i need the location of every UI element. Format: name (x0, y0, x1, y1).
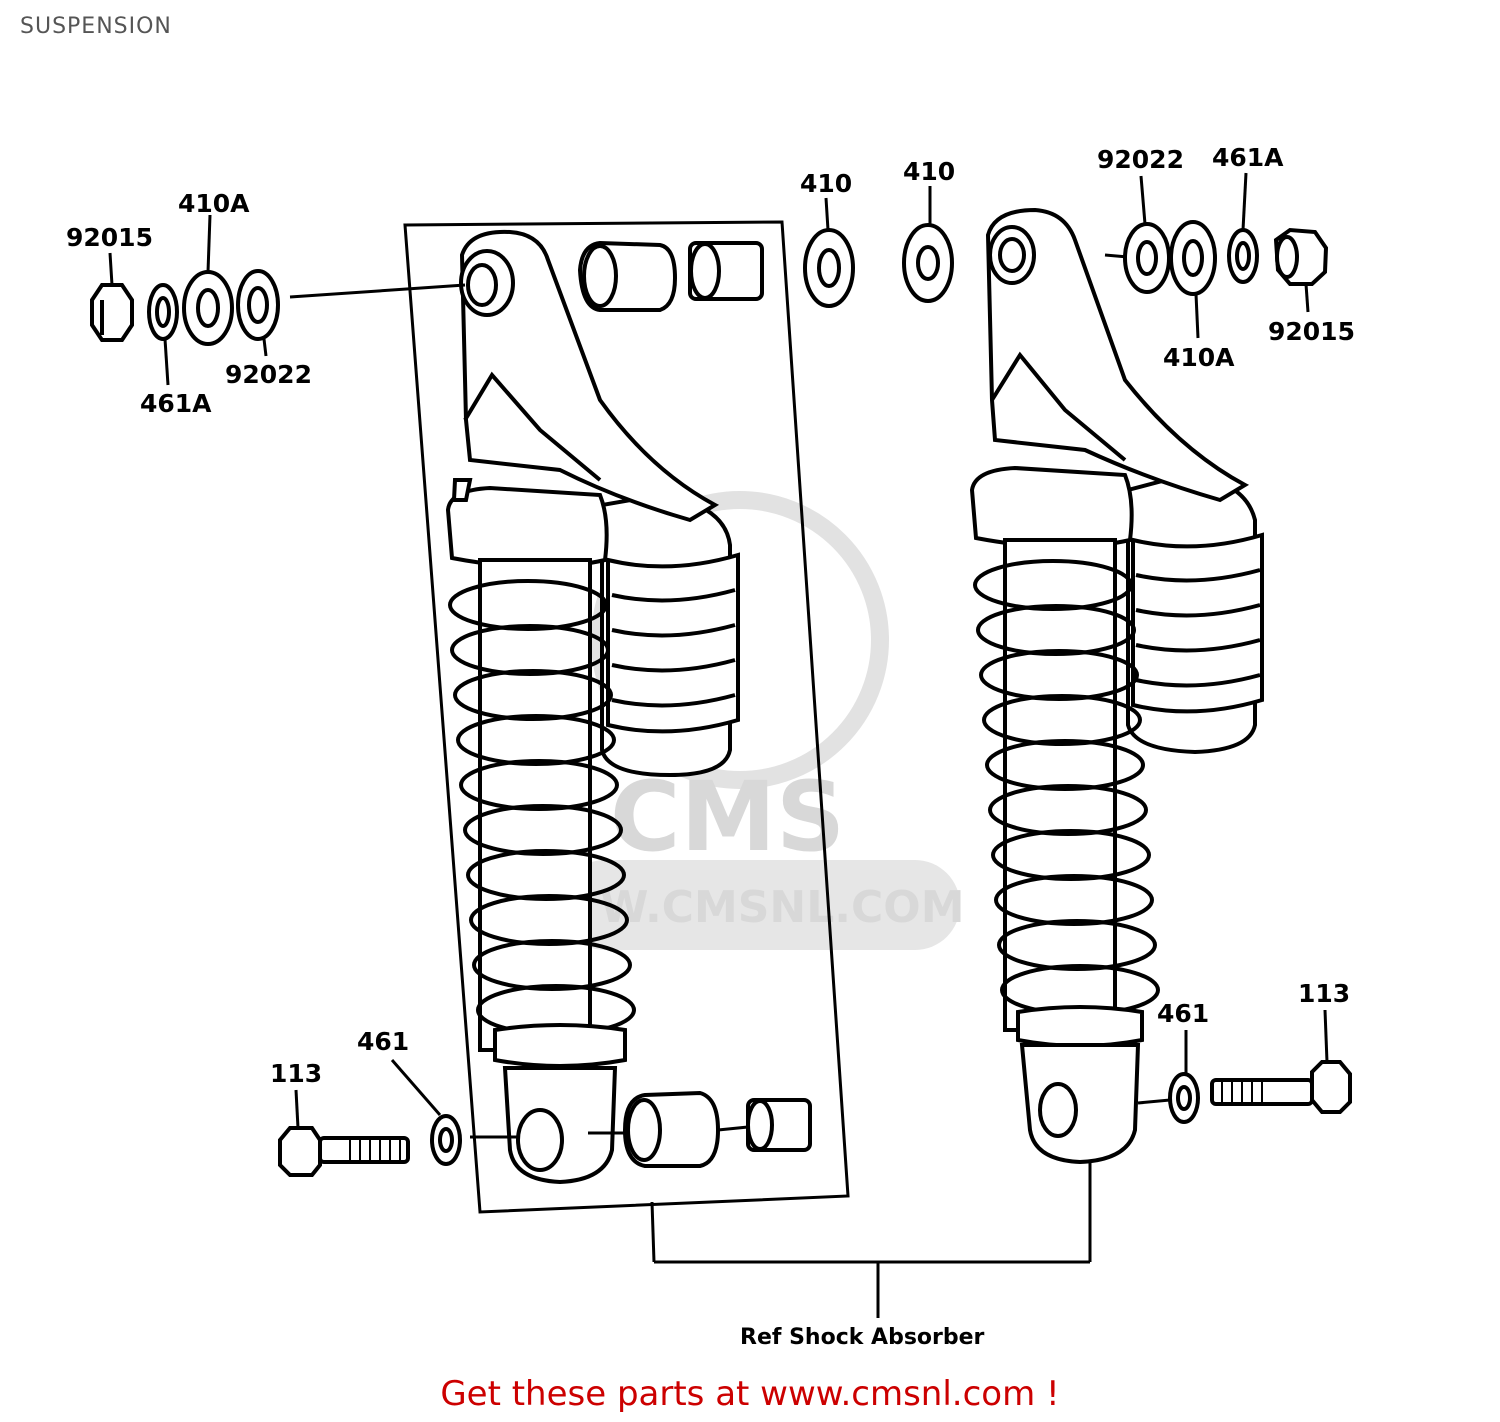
nut-92015-left (90, 283, 134, 342)
label-ref-shock-absorber: Ref Shock Absorber (740, 1325, 985, 1350)
label-92022-right: 92022 (1097, 145, 1184, 174)
label-461-left: 461 (357, 1027, 409, 1056)
bolt-113-left (278, 1126, 322, 1177)
label-461A-right: 461A (1212, 143, 1284, 172)
right-coil-spring (973, 559, 1160, 1016)
footer-promo-link[interactable]: Get these parts at www.cmsnl.com ! (440, 1374, 1060, 1414)
left-reservoir (600, 492, 740, 778)
bolt-113-right (1310, 1060, 1352, 1114)
left-spring-top-seat (445, 485, 609, 570)
right-lower-hardware (1137, 1060, 1352, 1124)
label-410-b: 410 (903, 157, 955, 186)
assembly-frame (403, 220, 850, 1214)
left-lower-hardware (278, 1114, 462, 1177)
left-top-arm (459, 229, 720, 523)
watermark-url: W.CMSNL.COM (600, 882, 964, 933)
right-top-hardware (1104, 220, 1329, 296)
label-461A-left: 461A (140, 389, 212, 418)
left-coil-spring (448, 579, 636, 1036)
watermark-brand: CMS (610, 761, 845, 873)
lower-bushings (470, 1090, 812, 1168)
left-top-hardware (90, 269, 466, 346)
top-bushings (577, 223, 954, 312)
label-113-right: 113 (1298, 979, 1350, 1008)
right-spring-top-seat (969, 465, 1134, 550)
label-92022-left: 92022 (225, 360, 312, 389)
part-labels: 92015 410A 461A 92022 410 410 92022 461A… (66, 143, 1355, 1350)
right-shock-absorber (969, 207, 1264, 1165)
label-410-a: 410 (800, 169, 852, 198)
label-410A-right: 410A (1163, 343, 1235, 372)
right-top-arm (985, 207, 1250, 503)
left-spring-bottom-seat (493, 1023, 627, 1068)
label-92015-left: 92015 (66, 223, 153, 252)
cmsnl-watermark: CMS W.CMSNL.COM (560, 491, 964, 950)
label-410A-left: 410A (178, 189, 250, 218)
label-113-left: 113 (270, 1059, 322, 1088)
page-title: SUSPENSION (20, 14, 172, 39)
label-461-right: 461 (1157, 999, 1209, 1028)
leader-lines (108, 172, 1329, 1318)
left-shock-absorber (445, 229, 740, 1185)
right-reservoir (1126, 472, 1264, 755)
right-spring-bottom-seat (1016, 1005, 1144, 1048)
label-92015-right: 92015 (1268, 317, 1355, 346)
